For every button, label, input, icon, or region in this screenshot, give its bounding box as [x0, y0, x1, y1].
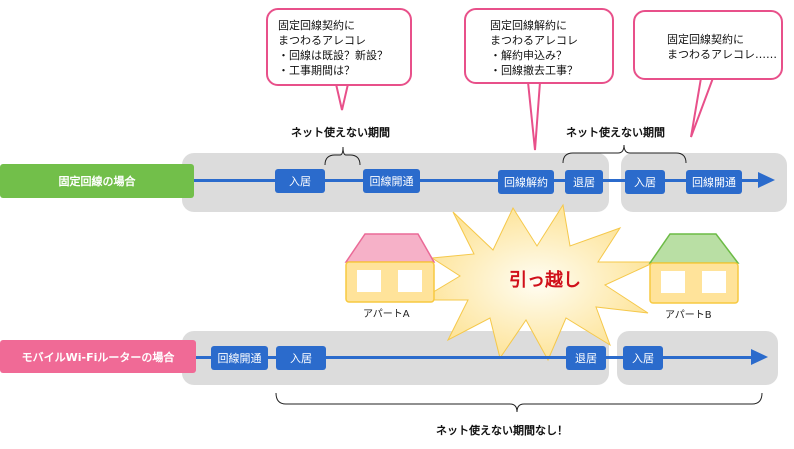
house-a-icon — [344, 233, 436, 303]
mobile-wifi-case-label: モバイルWi-Fiルーターの場合 — [0, 340, 196, 373]
bubble-text-line: ・回線は既設？新設？ — [278, 49, 388, 62]
bubble-tail-2 — [526, 81, 542, 151]
fixed-step-move-in-2: 入居 — [625, 170, 665, 194]
mobile-wifi-arrow-icon — [751, 349, 768, 365]
bubble-text-line: ・解約申込み？ — [490, 49, 567, 62]
house-b-label: アパートB — [665, 310, 712, 321]
mobile-step-line-open: 回線開通 — [211, 346, 268, 370]
no-net-period-none-label: ネット使えない期間なし！ — [436, 424, 568, 437]
moving-label: 引っ越し — [509, 270, 581, 291]
mobile-step-move-in-2: 入居 — [623, 346, 663, 370]
bubble-text-line: まつわるアレコレ…… — [667, 48, 777, 61]
house-b-icon — [648, 233, 740, 304]
speech-bubble-new-contract: 固定回線契約に まつわるアレコレ…… — [633, 10, 783, 80]
mobile-step-move-out: 退居 — [566, 346, 606, 370]
fixed-line-timeline — [194, 179, 760, 182]
no-net-period-label-1: ネット使えない期間 — [291, 126, 390, 139]
fixed-step-line-open: 回線開通 — [363, 169, 420, 193]
bubble-text-line: 固定回線契約に — [278, 19, 355, 32]
fixed-line-case-label: 固定回線の場合 — [0, 164, 194, 198]
bubble-text-line: まつわるアレコレ — [490, 34, 578, 47]
bubble-text-line: ・工事期間は？ — [278, 64, 355, 77]
mobile-step-move-in: 入居 — [276, 346, 326, 370]
speech-bubble-contract: 固定回線契約に まつわるアレコレ ・回線は既設？新設？ ・工事期間は？ — [266, 8, 412, 86]
brace-period-2 — [562, 144, 687, 164]
mobile-wifi-timeline — [196, 356, 754, 359]
no-net-period-label-2: ネット使えない期間 — [566, 126, 665, 139]
bubble-tail-3 — [690, 77, 715, 138]
bubble-text-line: 固定回線契約に — [667, 33, 744, 46]
bubble-tail-1 — [334, 83, 350, 111]
brace-no-period — [275, 392, 763, 413]
house-a-label: アパートA — [363, 309, 410, 320]
fixed-step-line-open-2: 回線開通 — [686, 170, 742, 194]
brace-period-1 — [324, 146, 361, 166]
bubble-text-line: まつわるアレコレ — [278, 34, 366, 47]
bubble-text-line: ・回線撤去工事？ — [490, 64, 578, 77]
fixed-step-move-out: 退居 — [565, 170, 603, 194]
fixed-step-line-cancel: 回線解約 — [498, 170, 554, 194]
fixed-line-arrow-icon — [758, 172, 775, 188]
fixed-step-move-in: 入居 — [275, 169, 325, 193]
speech-bubble-cancellation: 固定回線解約に まつわるアレコレ ・解約申込み？ ・回線撤去工事？ — [464, 8, 614, 84]
bubble-text-line: 固定回線解約に — [490, 19, 567, 32]
